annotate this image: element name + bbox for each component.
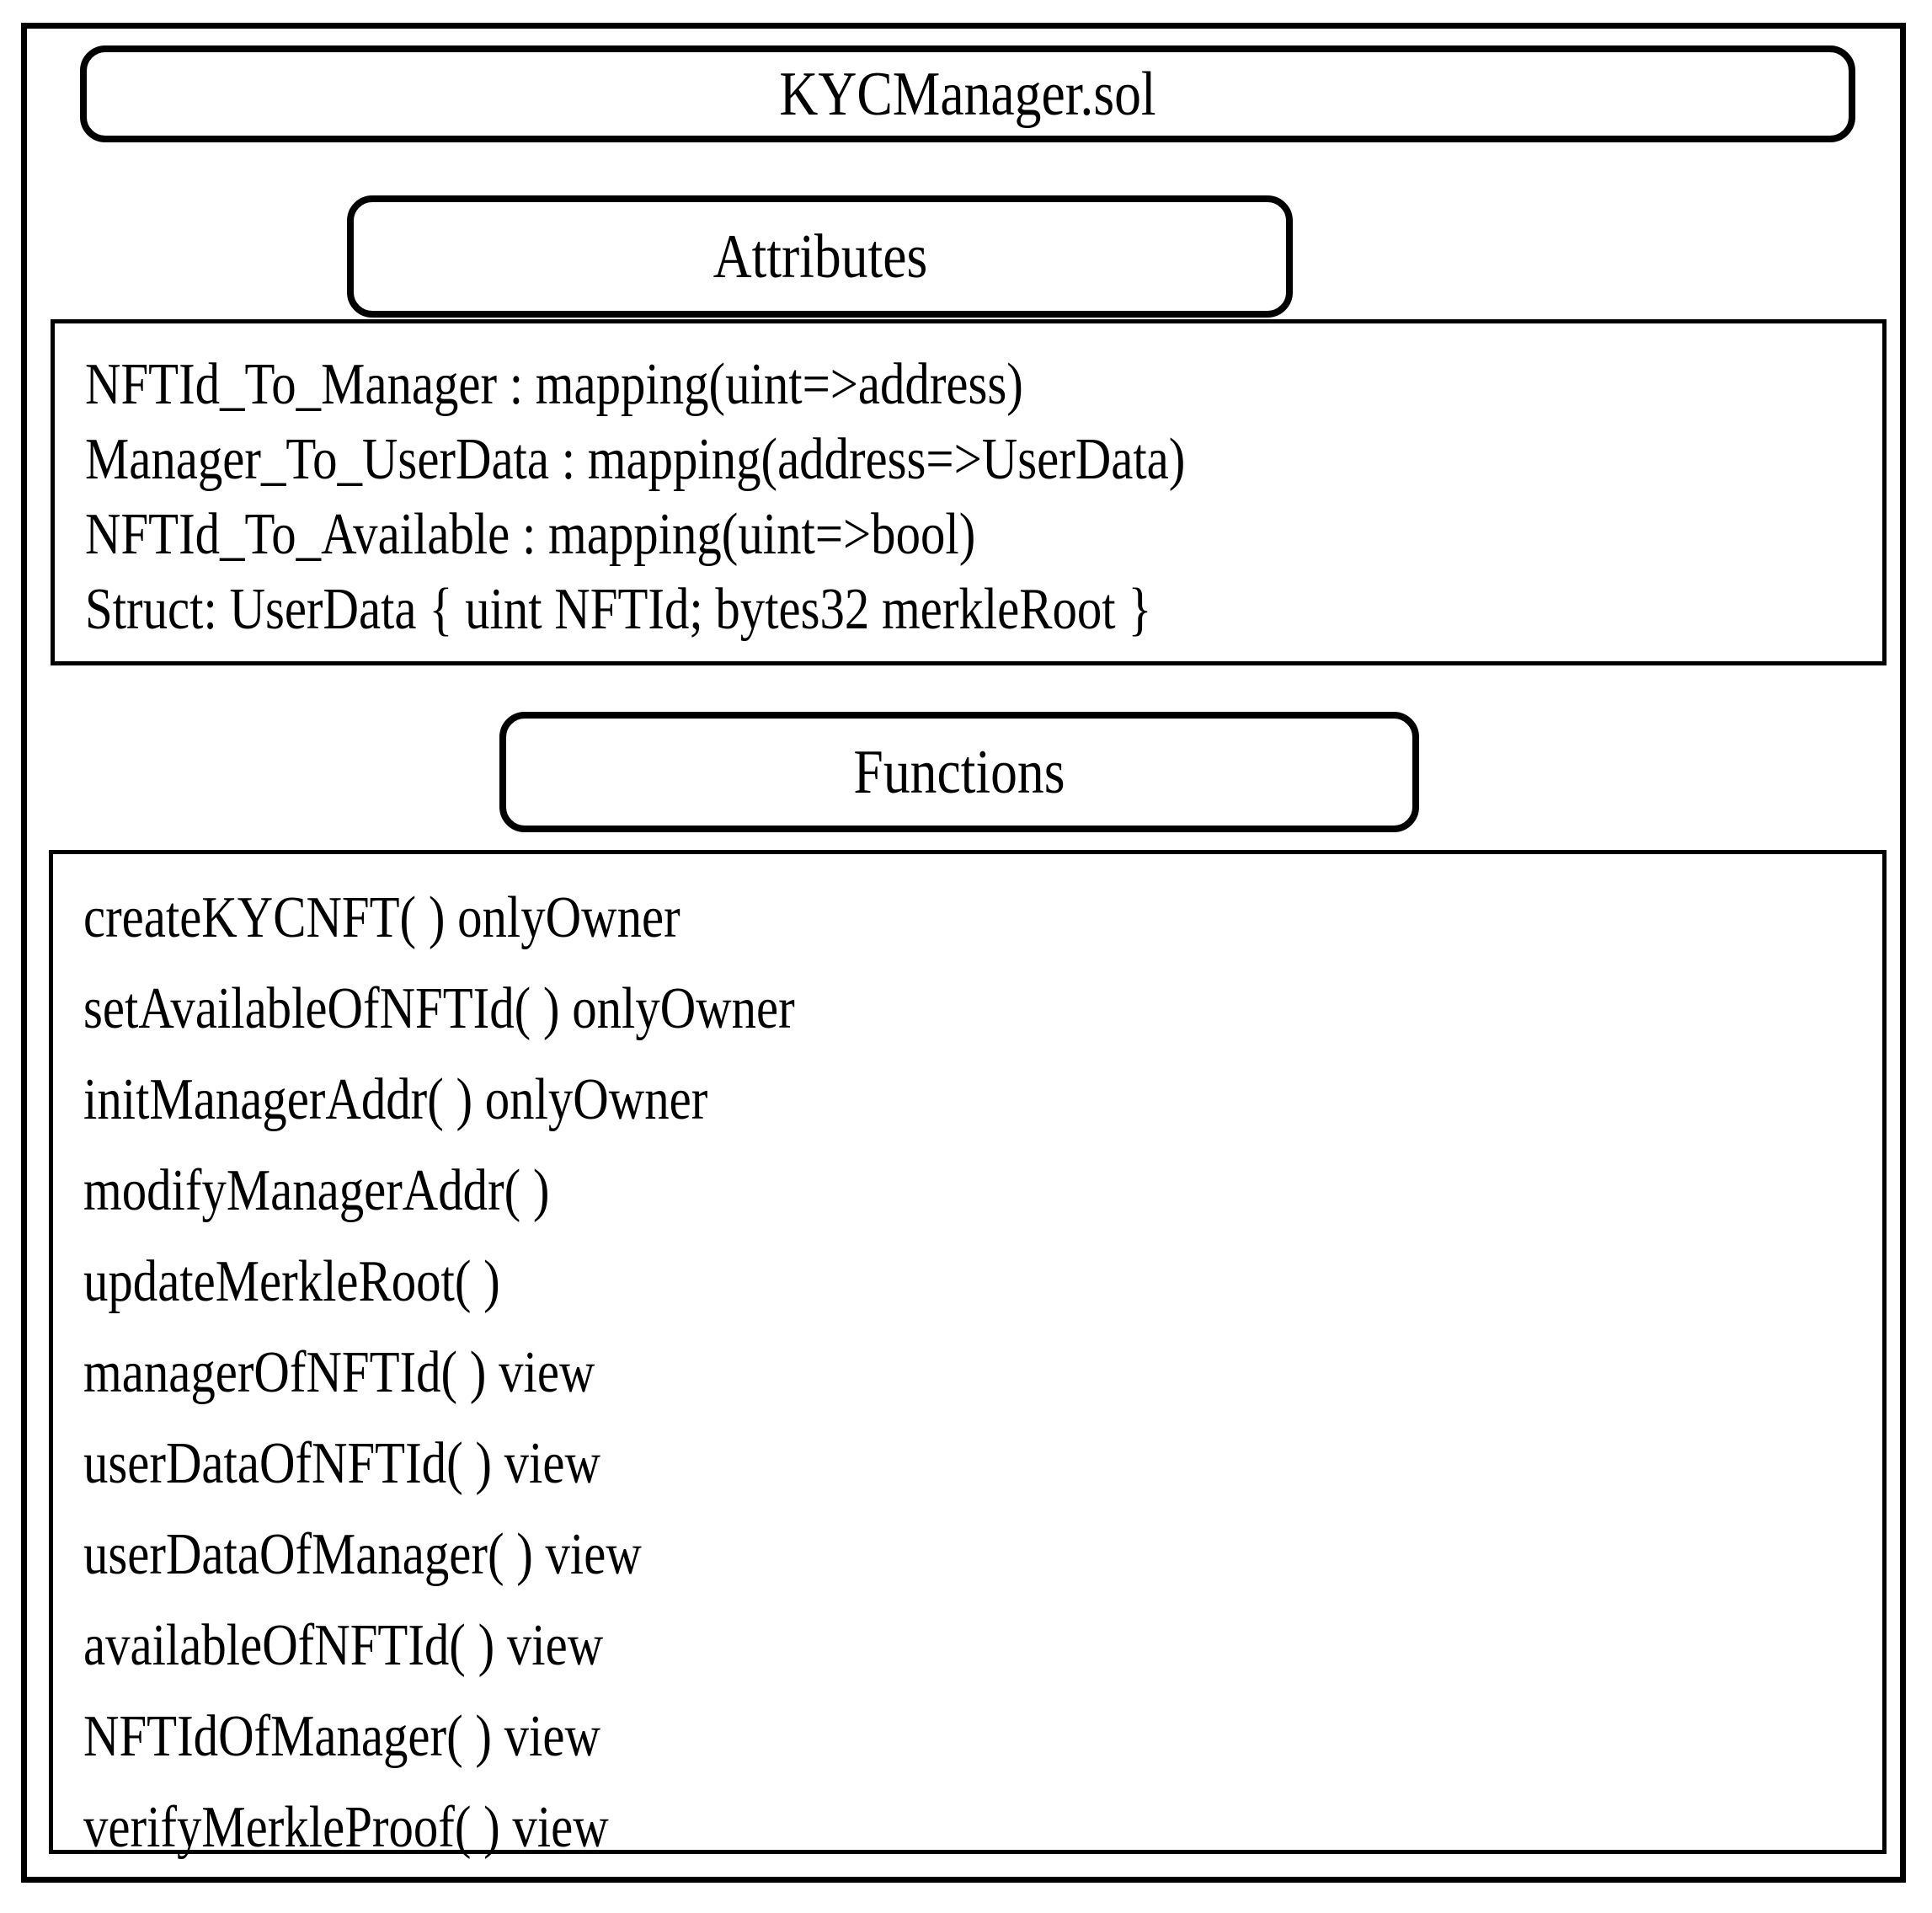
function-item: managerOfNFTId( ) view (83, 1340, 595, 1405)
attributes-section-label: Attributes (712, 222, 927, 291)
attributes-compartment: NFTId_To_Manager : mapping(uint=>address… (51, 319, 1887, 665)
attribute-item: NFTId_To_Manager : mapping(uint=>address… (85, 352, 1023, 417)
function-item: verifyMerkleProof( ) view (83, 1795, 609, 1860)
uml-class-box: KYCManager.sol Attributes NFTId_To_Manag… (21, 23, 1906, 1883)
functions-section-label: Functions (853, 737, 1065, 807)
function-item: availableOfNFTId( ) view (83, 1613, 604, 1678)
attributes-section-header: Attributes (347, 195, 1293, 318)
functions-compartment: createKYCNFT( ) onlyOwner setAvailableOf… (49, 850, 1887, 1860)
page-title: KYCManager.sol (779, 59, 1156, 129)
attribute-item: Struct: UserData { uint NFTId; bytes32 m… (85, 577, 1152, 642)
functions-section-header: Functions (499, 712, 1419, 832)
function-item: createKYCNFT( ) onlyOwner (83, 885, 680, 950)
function-item: setAvailableOfNFTId( ) onlyOwner (83, 976, 795, 1041)
function-item: modifyManagerAddr( ) (83, 1158, 550, 1223)
attribute-item: NFTId_To_Available : mapping(uint=>bool) (85, 502, 976, 567)
function-item: userDataOfManager( ) view (83, 1522, 642, 1587)
function-item: userDataOfNFTId( ) view (83, 1431, 600, 1496)
function-item: updateMerkleRoot( ) (83, 1249, 500, 1314)
function-item: NFTIdOfManager( ) view (83, 1704, 600, 1769)
functions-list: createKYCNFT( ) onlyOwner setAvailableOf… (83, 873, 1874, 1873)
class-title-box: KYCManager.sol (80, 45, 1855, 142)
attributes-list: NFTId_To_Manager : mapping(uint=>address… (85, 347, 1874, 647)
attribute-item: Manager_To_UserData : mapping(address=>U… (85, 427, 1186, 492)
function-item: initManagerAddr( ) onlyOwner (83, 1067, 708, 1132)
